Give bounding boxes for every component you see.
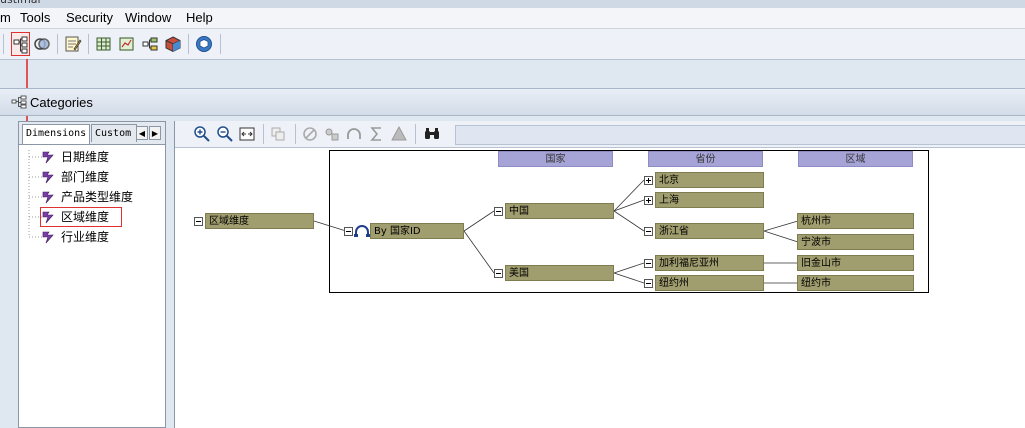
province-node-shanghai[interactable]: 上海 <box>655 192 764 208</box>
tree-item-product-type-dimension[interactable]: 产品类型维度 <box>41 188 133 206</box>
toolbar-separator <box>88 34 89 54</box>
dimension-icon <box>42 171 54 184</box>
cube-build-icon[interactable] <box>164 35 182 53</box>
server-cube-icon[interactable] <box>195 35 213 53</box>
collapse-toggle-icon[interactable] <box>194 217 203 226</box>
sum-disabled-icon <box>370 127 381 141</box>
diagram-toolbar <box>175 121 1025 148</box>
tree-item-label: 部门维度 <box>61 170 110 184</box>
toolbar-separator <box>220 34 221 54</box>
tab-custom[interactable]: Custom <box>91 124 137 142</box>
dimension-icon <box>42 191 54 204</box>
collapse-toggle-icon[interactable] <box>644 227 653 236</box>
toolbar-separator <box>295 124 296 144</box>
find-binoculars-icon[interactable] <box>423 125 441 143</box>
hierarchy-node[interactable]: By 国家ID <box>370 223 464 239</box>
menu-item-tools[interactable]: Tools <box>20 10 51 25</box>
categories-panel-icon <box>11 95 27 109</box>
tab-scroll-left-icon[interactable]: ◀ <box>136 126 148 140</box>
region-node-ningbo[interactable]: 宁波市 <box>797 234 914 250</box>
toolbar-separator <box>188 34 189 54</box>
collapse-toggle-icon[interactable] <box>344 227 353 236</box>
tree-connector-lines <box>28 150 42 238</box>
tree-item-label: 行业维度 <box>61 230 110 244</box>
diagram-toolbar-strip <box>455 125 1025 145</box>
categories-panel-header: Categories <box>0 88 1025 116</box>
tree-item-label: 产品类型维度 <box>61 190 134 204</box>
column-header-province: 省份 <box>648 151 763 167</box>
menu-item-partial[interactable]: m <box>0 10 11 25</box>
toolbar-separator <box>3 34 4 54</box>
panel-title: Categories <box>30 95 93 110</box>
zoom-in-icon[interactable] <box>193 125 211 143</box>
copy-disabled-icon <box>271 127 285 141</box>
categories-tree-icon[interactable] <box>11 32 30 56</box>
toolbar-separator <box>415 124 416 144</box>
province-node-california[interactable]: 加利福尼亚州 <box>655 255 764 271</box>
collapse-toggle-icon[interactable] <box>644 279 653 288</box>
hierarchy-icon[interactable] <box>141 35 159 53</box>
fit-to-window-icon[interactable] <box>238 125 256 143</box>
no-entry-disabled-icon <box>303 127 317 141</box>
left-tab-strip: Dimensions Custom ◀ ▶ <box>19 122 165 145</box>
toolbar-separator <box>57 34 58 54</box>
root-dimension-node[interactable]: 区域维度 <box>205 213 314 229</box>
menu-bar: m Tools Security Window Help <box>0 8 1025 29</box>
tree-item-region-dimension[interactable]: 区域维度 <box>40 207 122 227</box>
expand-toggle-icon[interactable] <box>644 196 653 205</box>
country-node-china[interactable]: 中国 <box>505 203 614 219</box>
region-node-new-york-city[interactable]: 纽约市 <box>797 275 914 291</box>
tree-item-department-dimension[interactable]: 部门维度 <box>41 168 109 186</box>
region-node-san-francisco[interactable]: 旧金山市 <box>797 255 914 271</box>
tree-item-date-dimension[interactable]: 日期维度 <box>41 148 109 166</box>
tree-item-label: 日期维度 <box>61 150 110 164</box>
column-header-region: 区域 <box>798 151 913 167</box>
window-title: ustimal <box>0 0 41 6</box>
zoom-out-icon[interactable] <box>216 125 234 143</box>
dimension-tree-pane: Dimensions Custom ◀ ▶ 日期维度 部门维度 产品类型维度 区… <box>18 121 166 428</box>
link-disabled-icon <box>325 128 339 141</box>
menu-item-help[interactable]: Help <box>186 10 213 25</box>
dimension-icon <box>42 231 54 244</box>
collapse-toggle-icon[interactable] <box>644 259 653 268</box>
region-node-hangzhou[interactable]: 杭州市 <box>797 213 914 229</box>
window-title-bar: ustimal <box>0 0 1025 8</box>
province-node-zhejiang[interactable]: 浙江省 <box>655 223 764 239</box>
toolbar-separator <box>263 124 264 144</box>
menu-item-security[interactable]: Security <box>66 10 113 25</box>
province-node-new-york[interactable]: 纽约州 <box>655 275 764 291</box>
country-node-usa[interactable]: 美国 <box>505 265 614 281</box>
chart-edit-icon[interactable] <box>118 35 136 53</box>
expand-toggle-icon[interactable] <box>644 176 653 185</box>
tree-item-industry-dimension[interactable]: 行业维度 <box>41 228 109 246</box>
menu-item-window[interactable]: Window <box>125 10 172 25</box>
main-toolbar <box>0 29 1025 60</box>
dimension-icon <box>42 211 54 224</box>
collapse-toggle-icon[interactable] <box>494 207 503 216</box>
edit-document-icon[interactable] <box>64 35 82 53</box>
grid-table-icon[interactable] <box>95 35 113 53</box>
tree-item-label: 区域维度 <box>61 210 110 224</box>
column-header-country: 国家 <box>498 151 613 167</box>
cube-view-icon[interactable] <box>33 35 51 53</box>
measure-disabled-icon <box>391 125 407 141</box>
dimension-icon <box>42 151 54 164</box>
tab-scroll-right-icon[interactable]: ▶ <box>149 126 161 140</box>
collapse-toggle-icon[interactable] <box>494 269 503 278</box>
tab-dimensions[interactable]: Dimensions <box>22 124 90 144</box>
hierarchy-arc-disabled-icon <box>347 128 361 139</box>
province-node-beijing[interactable]: 北京 <box>655 172 764 188</box>
hierarchy-arc-icon <box>354 225 370 237</box>
